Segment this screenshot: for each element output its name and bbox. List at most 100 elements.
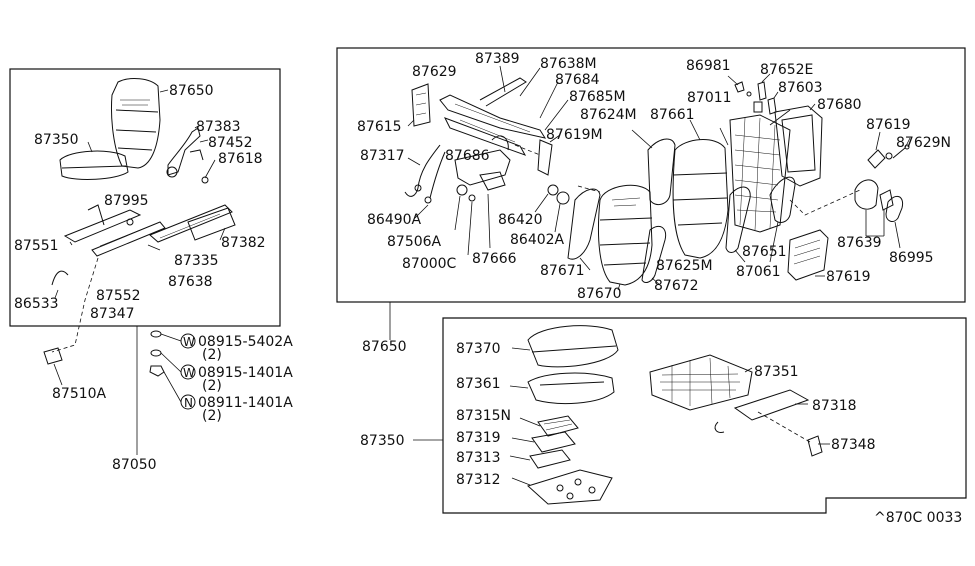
knob-icon [534,184,570,233]
label-87672: 87672 [654,278,699,294]
label-87510A: 87510A [52,386,107,402]
label-87651: 87651 [742,244,787,260]
lumbar-switch-icon [407,83,431,127]
pin-87629N-icon [892,137,911,159]
label-87315N: 87315N [456,408,511,424]
heater-87315N-icon [519,415,579,437]
dashed-link-87639 [789,189,861,216]
label-87452: 87452 [208,135,253,151]
label-87639: 87639 [837,235,882,251]
harness-icon [404,144,446,219]
seat-back-frame [336,47,966,303]
label-86981: 86981 [686,58,731,74]
svg-text:W: W [183,366,195,380]
label-87361: 87361 [456,376,501,392]
dashed-link-87348 [757,411,811,443]
label-87650: 87650 [169,83,214,99]
cushion-pad-87361-icon [509,372,615,405]
label-87650-back: 87650 [362,339,407,355]
motor-bracket-icon [454,135,511,256]
label-87666: 87666 [472,251,517,267]
cushion-frame-87351-icon [649,354,753,411]
label-87350-cushion: 87350 [360,433,405,449]
side-cover-87671-icon [567,188,601,271]
label-87638: 87638 [168,274,213,290]
figure-reference-code: ^870C 0033 [874,510,962,526]
clip-87603-icon [767,91,779,115]
clip-86981-icon [727,75,752,97]
seat-back-assembly-icon [111,78,169,169]
side-cover-87672-icon [641,225,667,286]
label-87506A: 87506A [387,234,442,250]
back-panel-87680-icon [774,103,823,187]
label-86533: 86533 [14,296,59,312]
label-87348: 87348 [831,437,876,453]
label-86402A: 86402A [510,232,565,248]
label-87619-bottom: 87619 [826,269,871,285]
label-87652E: 87652E [760,62,813,78]
label-87011: 87011 [687,90,732,106]
plate-87313-icon [509,449,571,469]
label-87629N: 87629N [896,135,951,151]
label-qty-1: (2) [202,347,222,363]
label-87317: 87317 [360,148,405,164]
label-08915-5402A: 08915-5402A [198,334,293,350]
label-87685M: 87685M [569,89,626,105]
label-86995: 86995 [889,250,934,266]
w-symbol-2: W [180,364,196,380]
label-87624M: 87624M [580,107,637,123]
label-87000C: 87000C [402,256,457,272]
label-87312: 87312 [456,472,501,488]
track-87318-icon [714,389,810,433]
board-87619b-icon [787,229,829,281]
label-87670: 87670 [577,286,622,302]
label-87551: 87551 [14,238,59,254]
label-87383: 87383 [196,119,241,135]
label-qty-3: (2) [202,408,222,424]
svg-text:N: N [184,396,193,410]
clip-87652E-icon [753,73,771,113]
label-87615: 87615 [357,119,402,135]
label-87335: 87335 [174,253,219,269]
recliner-lever-icon [166,124,216,184]
label-87629: 87629 [412,64,457,80]
label-87684: 87684 [555,72,600,88]
bolt-87348-icon [807,435,830,457]
washer-icon [149,330,182,403]
label-87661: 87661 [650,107,695,123]
seat-back-pad-87661-icon [672,119,729,259]
svg-text:W: W [183,335,195,349]
label-87686: 87686 [445,148,490,164]
label-87552: 87552 [96,288,141,304]
label-87619-top: 87619 [866,117,911,133]
label-87313: 87313 [456,450,501,466]
label-86490A: 86490A [367,212,422,228]
label-87619M: 87619M [546,127,603,143]
label-87638M: 87638M [540,56,597,72]
side-cover-87651-icon [725,186,751,263]
label-87347: 87347 [90,306,135,322]
dashed-guide [514,144,601,193]
side-cover-87061-icon [769,176,796,263]
slide-lever-icon [51,270,69,299]
knob-86995-icon [885,195,904,249]
left-assembly-frame [9,68,281,327]
knob-87619a-icon [867,131,893,169]
bolt-87510A-icon [43,347,63,386]
label-87370: 87370 [456,341,501,357]
label-87350: 87350 [34,132,79,148]
label-08915-1401A: 08915-1401A [198,365,293,381]
label-87625M: 87625M [656,258,713,274]
label-87671: 87671 [540,263,585,279]
plate-87319-icon [511,431,576,453]
seat-slide-rail-icon [63,204,236,257]
seat-back-trim-87670-icon [598,184,653,291]
label-87680: 87680 [817,97,862,113]
headrest-trim-87624M-icon [631,129,676,206]
label-86420: 86420 [498,212,543,228]
w-symbol-1: W [180,333,196,349]
label-87618: 87618 [218,151,263,167]
seat-cushion-frame [442,317,967,514]
